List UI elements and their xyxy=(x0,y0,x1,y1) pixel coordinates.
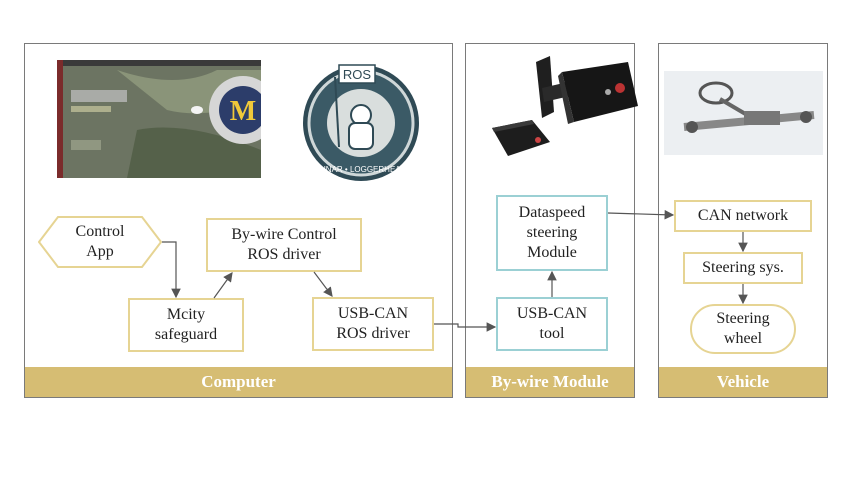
computer-panel-label: Computer xyxy=(25,367,452,397)
steering-sys-node: Steering sys. xyxy=(683,252,803,284)
ros-badge-graphic: ROS LUNAR • LOGGERHEAD xyxy=(303,64,419,181)
usb-can-ros-driver-node: USB-CAN ROS driver xyxy=(312,297,434,351)
ros-badge-top-text: ROS xyxy=(343,67,372,82)
bywire-control-ros-driver-node: By-wire Control ROS driver xyxy=(206,218,362,272)
can-network-node: CAN network xyxy=(674,200,812,232)
usb-can-tool-node: USB-CAN tool xyxy=(496,297,608,351)
map-screenshot-graphic: M xyxy=(57,60,261,178)
control-app-hexagon xyxy=(38,216,162,268)
dataspeed-steering-module-node: Dataspeed steering Module xyxy=(496,195,608,271)
steering-wheel-node: Steering wheel xyxy=(690,304,796,354)
steering-column-image xyxy=(664,71,823,155)
vehicle-panel-label: Vehicle xyxy=(659,367,827,397)
map-screenshot-image: M xyxy=(57,60,261,178)
ros-lunar-badge-image: ROS LUNAR • LOGGERHEAD xyxy=(297,57,425,185)
control-app-node: Control App xyxy=(75,223,125,260)
bywire-hardware-graphic xyxy=(492,56,638,156)
mcity-safeguard-node: Mcity safeguard xyxy=(128,298,244,352)
map-logo-letter: M xyxy=(230,96,256,127)
ros-badge-bottom-text: LUNAR • LOGGERHEAD xyxy=(316,165,407,174)
bywire-hardware-image xyxy=(488,52,640,162)
bywire-panel-label: By-wire Module xyxy=(466,367,634,397)
steering-column-graphic xyxy=(664,71,823,155)
